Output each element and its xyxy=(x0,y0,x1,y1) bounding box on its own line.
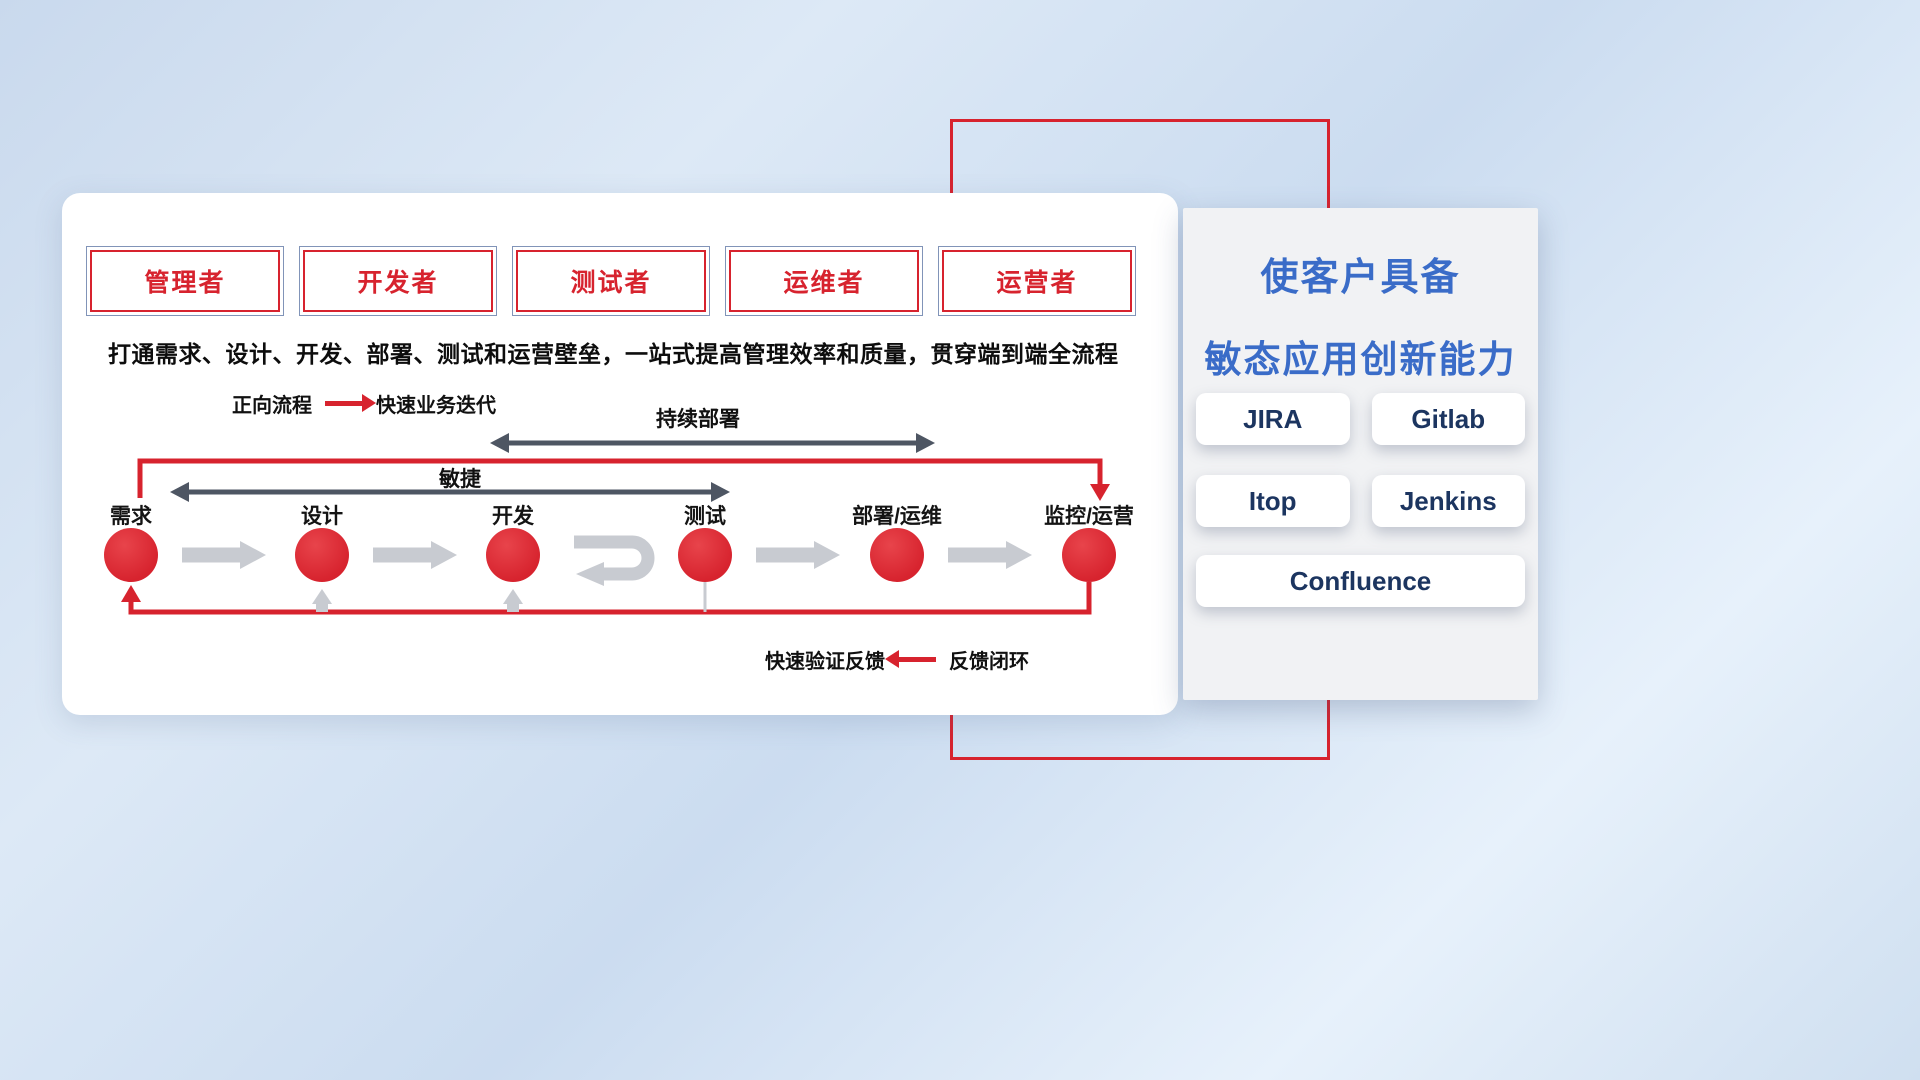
stage-label-monitor-ops: 监控/运营 xyxy=(1044,505,1134,528)
feedback-branch-arrows xyxy=(312,582,707,612)
card-subtitle: 打通需求、设计、开发、部署、测试和运营壁垒，一站式提高管理效率和质量，贯穿端到端… xyxy=(108,341,1119,367)
role-box-tester: 测试者 xyxy=(512,246,710,316)
stage-label-requirements: 需求 xyxy=(110,505,152,528)
stage-circle-requirements xyxy=(104,528,158,582)
stage-circle-development xyxy=(486,528,540,582)
legend-feedback-desc: 快速验证反馈 xyxy=(765,651,885,673)
iterate-uturn-arrow xyxy=(574,535,655,586)
continuous-deploy-label: 持续部署 xyxy=(656,408,740,431)
tool-row-3: Confluence xyxy=(1196,555,1525,607)
continuous-deploy-arrow xyxy=(490,433,935,453)
legend-forward-desc: 快速业务迭代 xyxy=(376,395,496,417)
roles-row: 管理者 开发者 测试者 运维者 运营者 xyxy=(86,246,1136,316)
legend-forward-flow: 正向流程 快速业务迭代 xyxy=(232,389,496,418)
stage-label-deploy-ops: 部署/运维 xyxy=(852,505,942,528)
step-arrows xyxy=(182,541,1032,569)
tools-side-panel: 使客户具备 敏态应用创新能力 JIRA Gitlab Itop Jenkins … xyxy=(1183,208,1538,700)
stage-circle-testing xyxy=(678,528,732,582)
role-box-operator: 运营者 xyxy=(938,246,1136,316)
tool-row-2: Itop Jenkins xyxy=(1196,475,1525,527)
stage-label-design: 设计 xyxy=(301,505,343,528)
panel-title-line1: 使客户具备 xyxy=(1260,257,1461,299)
tool-chip-confluence: Confluence xyxy=(1196,555,1525,607)
role-box-developer: 开发者 xyxy=(299,246,497,316)
flow-arrows-layer xyxy=(121,433,1110,615)
feedback-arrow-icon xyxy=(885,650,936,668)
legend-forward-label: 正向流程 xyxy=(232,395,312,417)
legend-feedback-loop: 快速验证反馈 反馈闭环 xyxy=(765,645,1029,674)
tool-row-1: JIRA Gitlab xyxy=(1196,393,1525,445)
legend-feedback-label: 反馈闭环 xyxy=(949,651,1029,673)
forward-arrow-icon xyxy=(325,394,376,412)
tool-chip-jenkins: Jenkins xyxy=(1371,475,1525,527)
tool-chip-itop: Itop xyxy=(1196,475,1350,527)
panel-title-line2: 敏态应用创新能力 xyxy=(1204,339,1517,380)
agile-label: 敏捷 xyxy=(439,468,481,491)
stage-label-testing: 测试 xyxy=(684,505,726,528)
tool-chip-gitlab: Gitlab xyxy=(1371,393,1525,445)
feedback-loop-arrow xyxy=(121,582,1092,615)
stage-circle-deploy-ops xyxy=(870,528,924,582)
role-box-ops: 运维者 xyxy=(725,246,923,316)
tool-chip-jira: JIRA xyxy=(1196,393,1350,445)
stage-circle-design xyxy=(295,528,349,582)
agile-arrow xyxy=(170,482,730,502)
stage-label-development: 开发 xyxy=(492,505,534,528)
devops-flow-card: 管理者 开发者 测试者 运维者 运营者 打通需求、设计、开发、部署、测试和运营壁… xyxy=(62,193,1178,715)
stage-circle-monitor-ops xyxy=(1062,528,1116,582)
role-box-manager: 管理者 xyxy=(86,246,284,316)
forward-loop-arrow xyxy=(137,458,1110,501)
